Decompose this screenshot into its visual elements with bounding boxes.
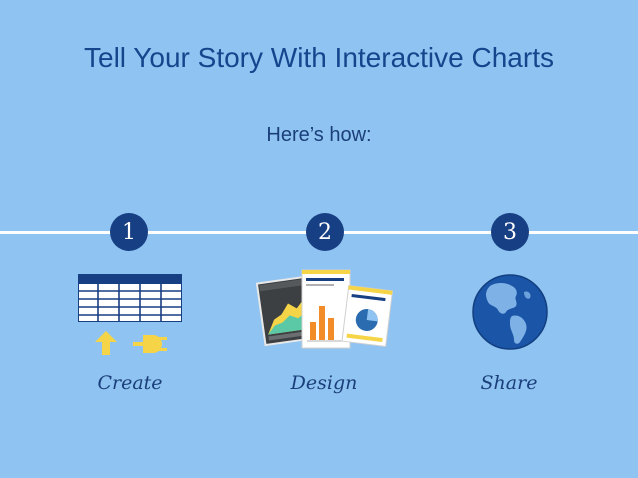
step-1-label: Create (97, 372, 163, 394)
slide-subtitle: Here’s how: (266, 124, 372, 146)
step-3-badge: 3 (491, 213, 529, 251)
step-2-badge: 2 (306, 213, 344, 251)
step-2-label: Design (290, 372, 358, 394)
slide-title: Tell Your Story With Interactive Charts (84, 42, 554, 73)
step-3-label: Share (480, 372, 538, 394)
table-icon (78, 274, 182, 322)
globe-icon (472, 274, 548, 350)
upload-arrow-icon (95, 331, 117, 355)
step-1-badge: 1 (110, 213, 148, 251)
chart-thumbnails-icon (255, 269, 393, 349)
plug-icon (133, 335, 167, 353)
